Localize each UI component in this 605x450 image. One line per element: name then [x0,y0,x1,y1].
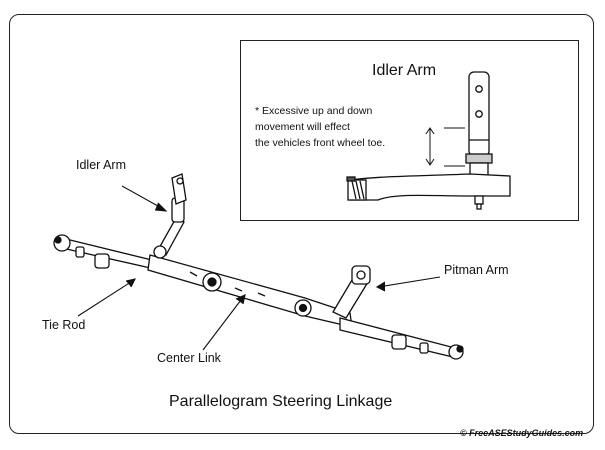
movement-indicator [425,127,465,167]
idler-arm-label: Idler Arm [76,158,127,172]
inset-note-line: * Excessive up and down [255,105,373,117]
tie-rod-right [339,317,464,360]
tie-rod-left [53,234,170,274]
diagram-caption: Parallelogram Steering Linkage [169,393,393,410]
diagram-frame [9,14,594,434]
leader-arrows [77,185,441,351]
inset-title: Idler Arm [372,62,437,79]
inset-note-line: movement will effect [255,121,350,133]
inset-note: * Excessive up and down movement will ef… [255,103,425,151]
center-link [147,254,353,328]
pitman-arm-label: Pitman Arm [444,263,509,277]
tie-rod-label: Tie Rod [42,318,86,332]
idler-arm [153,173,187,259]
center-link-label: Center Link [157,351,221,365]
copyright-notice: © FreeASEStudyGuides.com [460,428,584,438]
pitman-arm [332,265,371,319]
inset-idler-arm-illustration [346,71,511,210]
inset-note-line: the vehicles front wheel toe. [255,137,386,149]
